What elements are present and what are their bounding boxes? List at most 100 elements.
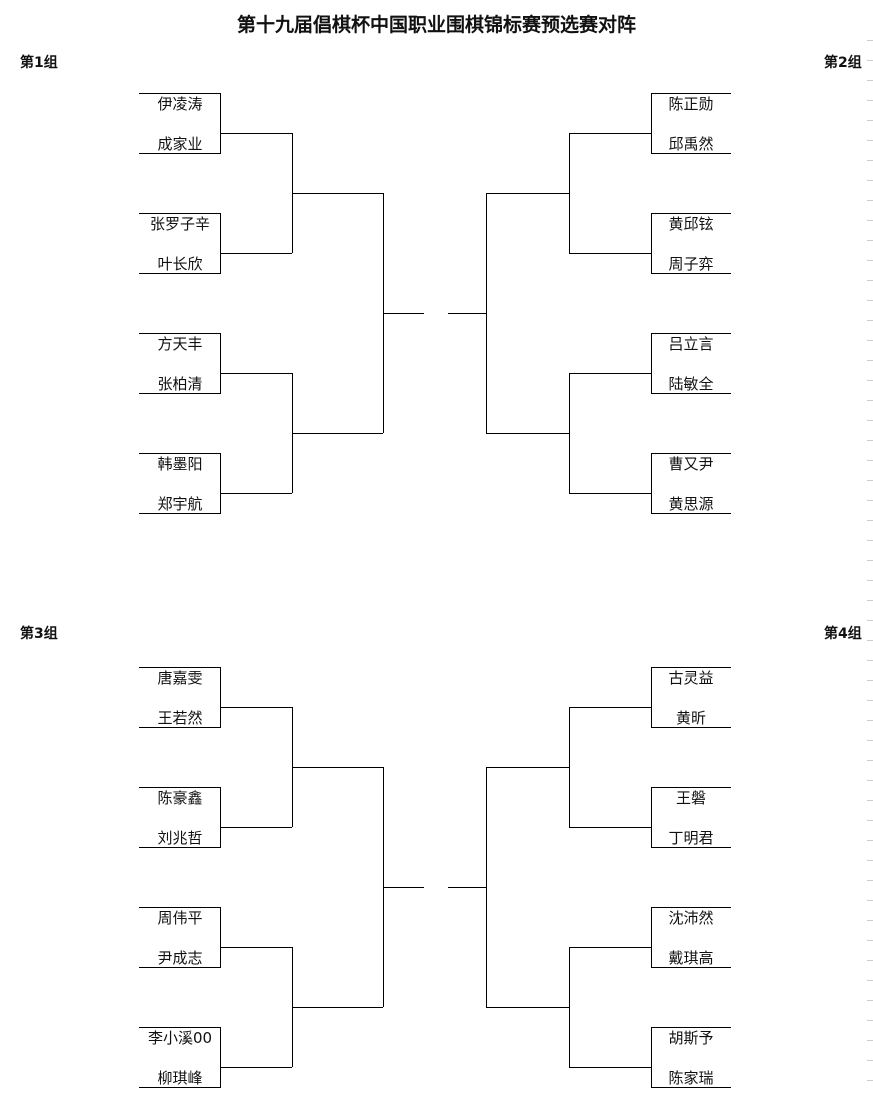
match-top-line bbox=[139, 213, 220, 214]
final-connector bbox=[448, 313, 486, 314]
player-name: 伊凌涛 bbox=[157, 95, 203, 113]
player-name: 邱禹然 bbox=[668, 135, 714, 153]
final-vertical bbox=[486, 767, 487, 1007]
gridline-tick bbox=[867, 660, 873, 661]
gridline-tick bbox=[867, 860, 873, 861]
round2-connector bbox=[292, 1007, 383, 1008]
match-side-line bbox=[651, 93, 652, 153]
gridline-tick bbox=[867, 100, 873, 101]
match-top-line bbox=[651, 333, 731, 334]
match-bottom-line bbox=[651, 153, 731, 154]
final-connector bbox=[383, 887, 424, 888]
gridline-tick bbox=[867, 440, 873, 441]
match-top-line bbox=[651, 787, 731, 788]
gridline-tick bbox=[867, 560, 873, 561]
gridline-tick bbox=[867, 920, 873, 921]
match-bottom-line bbox=[139, 153, 221, 154]
round1-connector bbox=[220, 133, 292, 134]
gridline-tick bbox=[867, 1060, 873, 1061]
match-side-line bbox=[220, 333, 221, 393]
gridline-tick bbox=[867, 900, 873, 901]
match-side-line bbox=[651, 333, 652, 393]
round2-connector bbox=[292, 433, 383, 434]
player-name: 曹又尹 bbox=[668, 455, 714, 473]
gridline-tick bbox=[867, 720, 873, 721]
gridline-tick bbox=[867, 700, 873, 701]
match-top-line bbox=[139, 93, 220, 94]
match-top-line bbox=[651, 667, 731, 668]
match-bottom-line bbox=[651, 393, 731, 394]
match-top-line bbox=[651, 93, 731, 94]
player-name: 张罗子辛 bbox=[149, 215, 210, 233]
match-bottom-line bbox=[139, 513, 221, 514]
match-side-line bbox=[651, 453, 652, 513]
player-name: 古灵益 bbox=[668, 669, 714, 687]
player-name: 周伟平 bbox=[157, 909, 203, 927]
gridline-tick bbox=[867, 300, 873, 301]
gridline-tick bbox=[867, 1020, 873, 1021]
group-label: 第4组 bbox=[824, 626, 862, 642]
round1-connector bbox=[220, 493, 292, 494]
gridline-tick bbox=[867, 600, 873, 601]
group-label: 第2组 bbox=[824, 55, 862, 71]
match-side-line bbox=[651, 787, 652, 847]
player-name: 陆敏全 bbox=[668, 375, 714, 393]
match-top-line bbox=[139, 1027, 220, 1028]
gridline-tick bbox=[867, 500, 873, 501]
match-top-line bbox=[651, 1027, 731, 1028]
player-name: 黄思源 bbox=[668, 495, 714, 513]
player-name: 张柏清 bbox=[157, 375, 203, 393]
gridline-tick bbox=[867, 940, 873, 941]
match-side-line bbox=[220, 93, 221, 153]
match-side-line bbox=[220, 1027, 221, 1087]
match-side-line bbox=[220, 453, 221, 513]
player-name: 成家业 bbox=[157, 135, 203, 153]
player-name: 韩墨阳 bbox=[157, 455, 203, 473]
gridline-tick bbox=[867, 40, 873, 41]
match-bottom-line bbox=[139, 1087, 221, 1088]
gridline-tick bbox=[867, 1000, 873, 1001]
player-name: 郑宇航 bbox=[157, 495, 203, 513]
match-top-line bbox=[139, 907, 220, 908]
player-name: 王若然 bbox=[157, 709, 203, 727]
player-name: 丁明君 bbox=[668, 829, 714, 847]
round2-vertical bbox=[569, 947, 570, 1067]
player-name: 戴琪高 bbox=[668, 949, 714, 967]
gridline-tick bbox=[867, 960, 873, 961]
player-name: 黄邱铉 bbox=[668, 215, 714, 233]
gridline-tick bbox=[867, 460, 873, 461]
match-bottom-line bbox=[139, 273, 221, 274]
round1-connector bbox=[220, 373, 292, 374]
match-bottom-line bbox=[651, 847, 731, 848]
match-top-line bbox=[139, 667, 220, 668]
gridline-tick bbox=[867, 800, 873, 801]
gridline-tick bbox=[867, 740, 873, 741]
match-bottom-line bbox=[139, 967, 221, 968]
gridline-tick bbox=[867, 520, 873, 521]
player-name: 尹成志 bbox=[157, 949, 203, 967]
player-name: 吕立言 bbox=[668, 335, 714, 353]
round2-connector bbox=[292, 193, 383, 194]
gridline-tick bbox=[867, 640, 873, 641]
gridline-tick bbox=[867, 360, 873, 361]
gridline-tick bbox=[867, 1040, 873, 1041]
match-top-line bbox=[139, 333, 220, 334]
player-name: 王磐 bbox=[675, 789, 706, 807]
gridline-tick bbox=[867, 60, 873, 61]
round2-vertical bbox=[569, 707, 570, 827]
gridline-tick bbox=[867, 760, 873, 761]
gridline-tick bbox=[867, 840, 873, 841]
round1-connector bbox=[569, 827, 651, 828]
round1-connector bbox=[569, 253, 651, 254]
match-bottom-line bbox=[651, 513, 731, 514]
round2-connector bbox=[486, 193, 569, 194]
match-bottom-line bbox=[139, 393, 221, 394]
match-side-line bbox=[220, 907, 221, 967]
round2-connector bbox=[486, 433, 569, 434]
match-side-line bbox=[220, 667, 221, 727]
gridline-tick bbox=[867, 340, 873, 341]
round1-connector bbox=[569, 707, 651, 708]
match-bottom-line bbox=[651, 967, 731, 968]
player-name: 唐嘉雯 bbox=[157, 669, 203, 687]
